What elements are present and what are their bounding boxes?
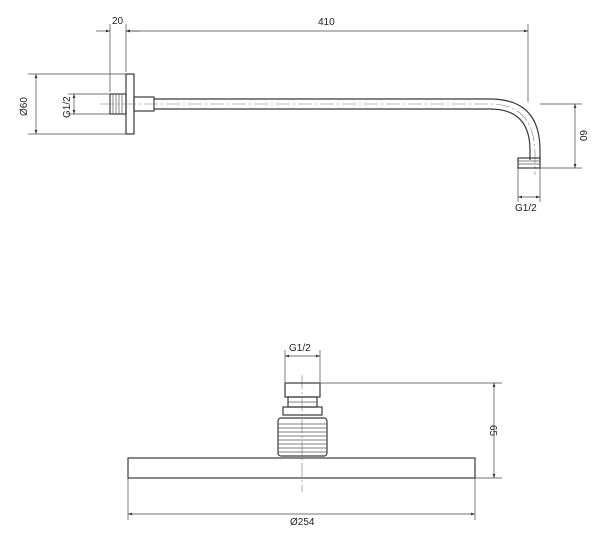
dimension-head-diameter: Ø254: [127, 478, 476, 528]
dimension-flange-diameter: Ø60: [19, 73, 126, 135]
head-height-label: 65: [487, 425, 498, 437]
drop-height-label: 60: [577, 130, 588, 142]
outlet-thread-label: G1/2: [515, 203, 537, 214]
dimension-head-height: 65: [320, 382, 502, 479]
flange-width-label: 20: [112, 16, 124, 27]
shower-arm-view: 20 410 Ø60 G1/2 60: [19, 16, 588, 214]
dimension-flange-width: 20: [96, 16, 140, 92]
dimension-arm-length: 410: [125, 17, 529, 102]
wall-thread-label: G1/2: [62, 96, 73, 118]
inlet-connector: [282, 382, 323, 416]
arm-tube: [154, 98, 541, 160]
dimension-inlet-thread: G1/2: [284, 343, 321, 382]
arm-centerline: [100, 103, 536, 175]
dimension-drop-height: 60: [540, 103, 588, 169]
ball-joint-nut: [277, 417, 328, 457]
head-diameter-label: Ø254: [290, 517, 315, 528]
dimension-wall-thread: G1/2: [62, 93, 110, 118]
arm-length-label: 410: [318, 17, 335, 28]
inlet-thread-label: G1/2: [289, 343, 311, 354]
shower-head-view: G1/2 65 Ø254: [127, 343, 502, 528]
dimension-outlet-thread: G1/2: [515, 168, 541, 214]
shower-head-plate: [127, 457, 476, 479]
flange-diameter-label: Ø60: [19, 97, 30, 116]
outlet-thread: [517, 157, 541, 169]
